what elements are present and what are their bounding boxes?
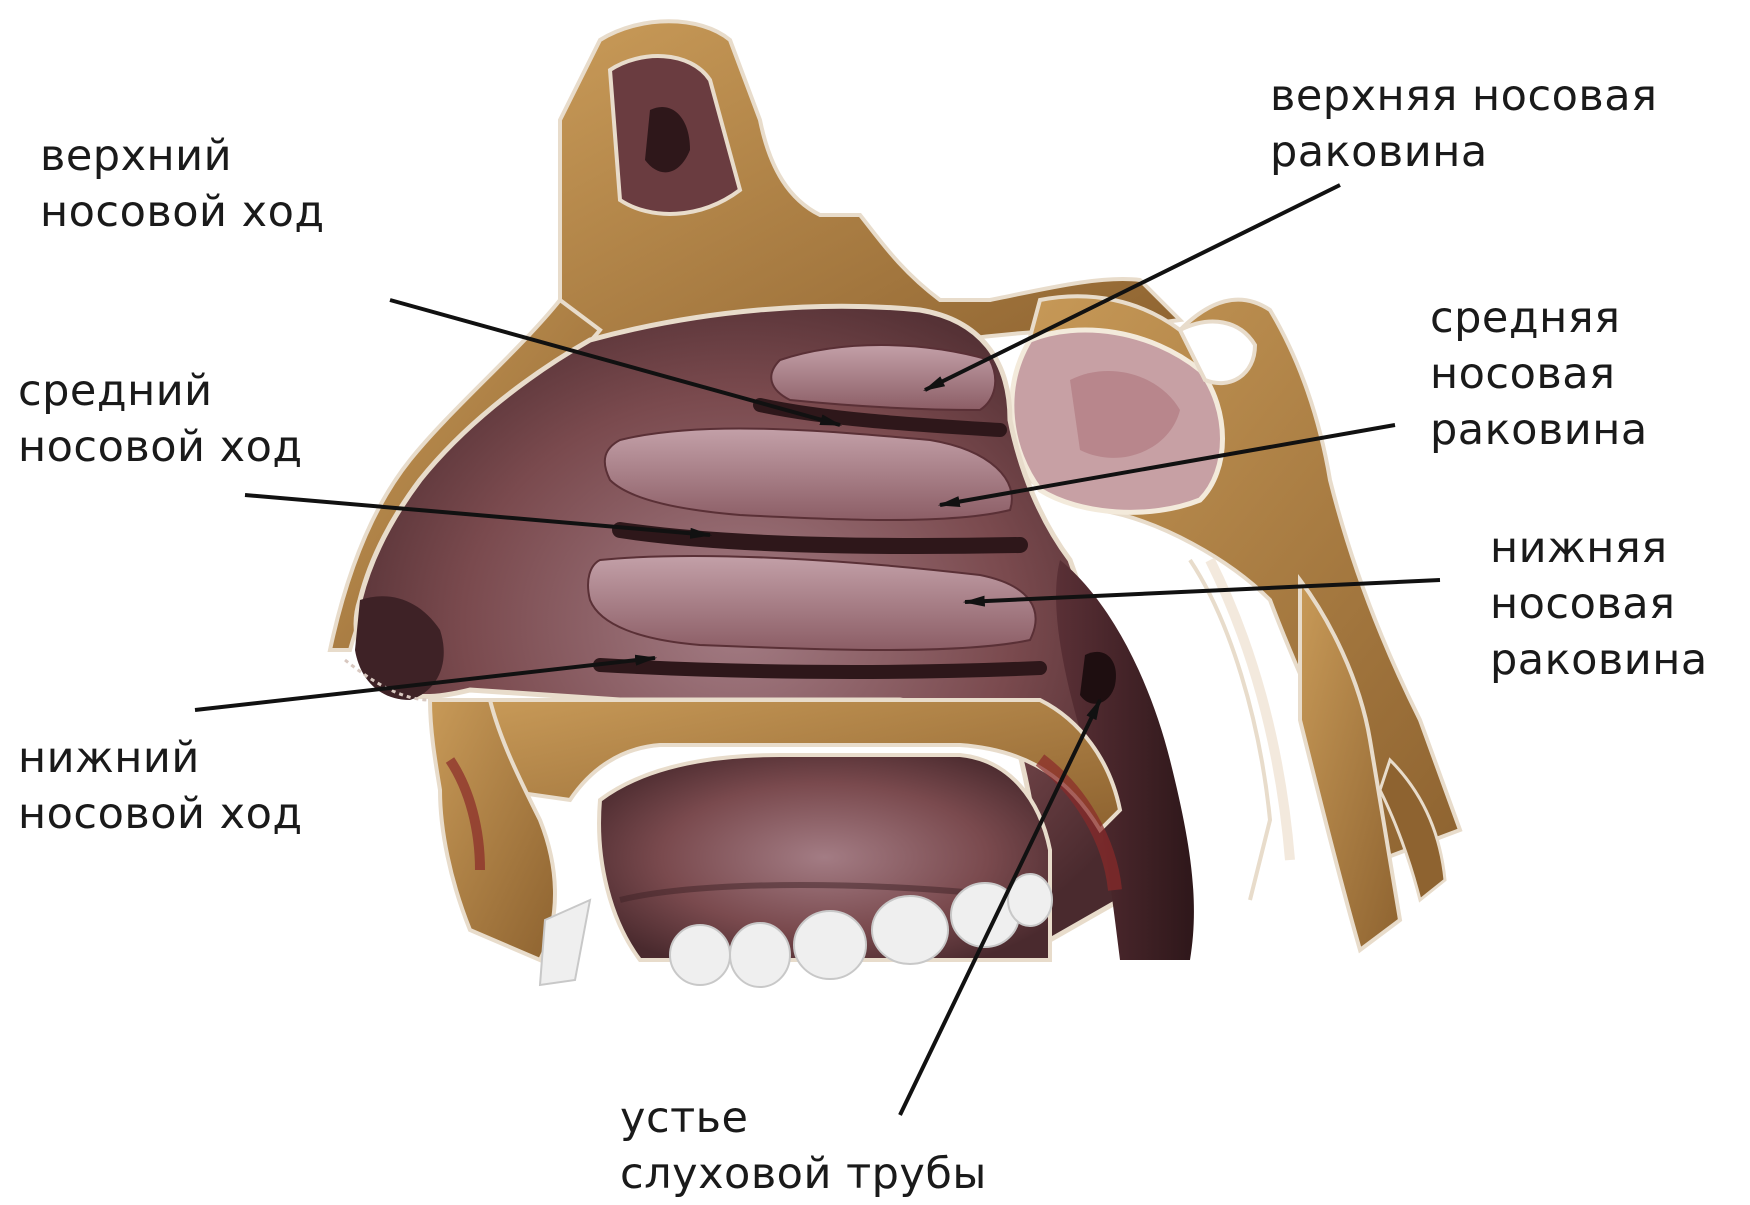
label-middle-concha-line2: носовая [1430, 346, 1648, 402]
label-tube-opening-line2: слуховой трубы [620, 1146, 987, 1202]
label-superior-concha: верхняя носовая раковина [1270, 68, 1658, 180]
label-superior-concha-line2: раковина [1270, 124, 1658, 180]
label-inferior-concha-line3: раковина [1490, 632, 1708, 688]
label-middle-meatus-line1: средний [18, 363, 303, 419]
label-middle-meatus: средний носовой ход [18, 363, 303, 475]
label-middle-meatus-line2: носовой ход [18, 419, 303, 475]
label-middle-concha-line1: средняя [1430, 290, 1648, 346]
label-superior-meatus-line1: верхний [40, 128, 325, 184]
label-inferior-meatus-line2: носовой ход [18, 786, 303, 842]
label-tube-opening-line1: устье [620, 1090, 987, 1146]
label-middle-concha: средняя носовая раковина [1430, 290, 1648, 458]
label-superior-meatus-line2: носовой ход [40, 184, 325, 240]
label-inferior-meatus: нижний носовой ход [18, 730, 303, 842]
label-tube-opening: устье слуховой трубы [620, 1090, 987, 1202]
label-superior-concha-line1: верхняя носовая [1270, 68, 1658, 124]
label-inferior-meatus-line1: нижний [18, 730, 303, 786]
label-inferior-concha: нижняя носовая раковина [1490, 520, 1708, 688]
label-inferior-concha-line1: нижняя [1490, 520, 1708, 576]
label-superior-meatus: верхний носовой ход [40, 128, 325, 240]
label-inferior-concha-line2: носовая [1490, 576, 1708, 632]
label-middle-concha-line3: раковина [1430, 402, 1648, 458]
